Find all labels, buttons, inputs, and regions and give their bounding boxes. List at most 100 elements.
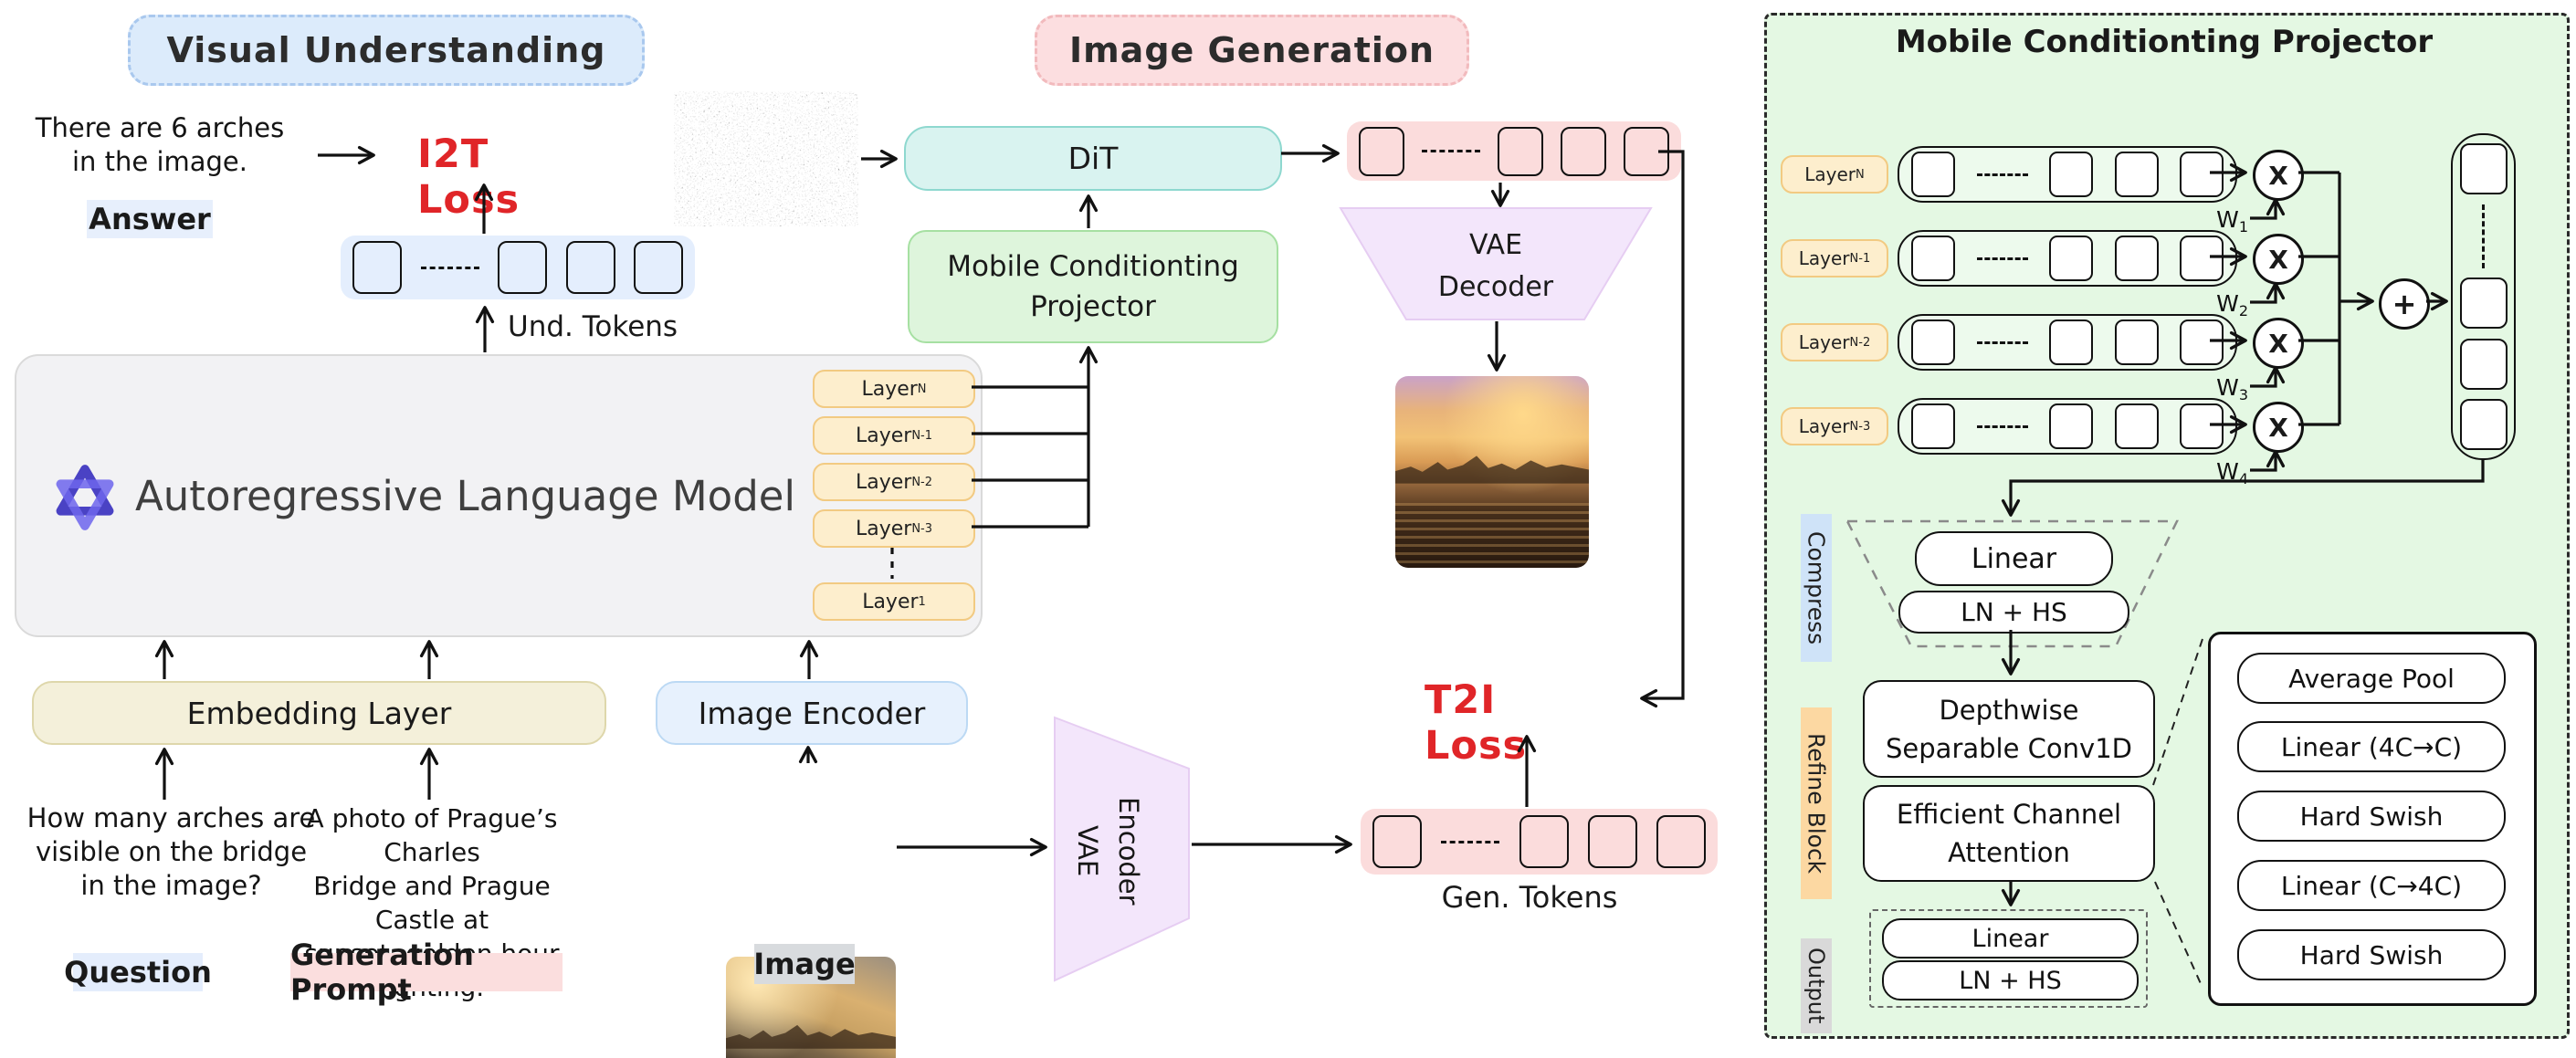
output-lnhs-box: LN + HS xyxy=(1882,960,2139,1000)
dit-box: DiT xyxy=(904,126,1282,191)
eca-detail-hard-swish-1: Hard Swish xyxy=(2237,791,2506,842)
token xyxy=(1372,815,1422,868)
proj-token-row-1 xyxy=(1898,146,2237,203)
token-ellipsis xyxy=(1422,150,1480,152)
answer-label: Answer xyxy=(87,200,213,238)
noise-image xyxy=(674,91,858,226)
mcp-line1: Mobile Conditionting xyxy=(947,250,1239,283)
token xyxy=(1911,403,1955,449)
question-text: How many arches are visible on the bridg… xyxy=(26,802,316,901)
alm-title: Autoregressive Language Model xyxy=(135,472,795,520)
weight-label-4: W4 xyxy=(2216,458,2248,487)
add-circle: + xyxy=(2379,278,2430,330)
dit-output-token-row xyxy=(1347,121,1681,181)
image-label: Image xyxy=(753,944,856,984)
proj-output-column xyxy=(2451,133,2516,460)
token xyxy=(1561,126,1606,176)
token xyxy=(2180,236,2224,281)
multiply-circle-4: X xyxy=(2253,402,2304,453)
token-ellipsis xyxy=(1976,340,2028,344)
t2i-loss-label: T2I Loss xyxy=(1425,677,1528,769)
token xyxy=(2114,152,2159,197)
token xyxy=(634,241,683,294)
token xyxy=(2180,319,2224,365)
token xyxy=(2049,319,2093,365)
mcp-box: Mobile Conditionting Projector xyxy=(908,230,1278,343)
eca-detail-linear-c-4c: Linear (C→4C) xyxy=(2237,860,2506,911)
und-tokens-label: Und. Tokens xyxy=(508,310,678,343)
token xyxy=(1911,152,1955,197)
token xyxy=(1498,126,1543,176)
token xyxy=(2459,338,2508,390)
gen-tokens-label: Gen. Tokens xyxy=(1441,880,1618,915)
answer-text-line2: in the image. xyxy=(71,146,247,177)
proj-token-row-3 xyxy=(1898,314,2237,371)
token-ellipsis xyxy=(1441,840,1500,843)
embedding-layer-box: Embedding Layer xyxy=(32,681,606,745)
token xyxy=(2114,236,2159,281)
token xyxy=(2180,152,2224,197)
alm-logo-icon xyxy=(51,464,119,531)
token xyxy=(1587,815,1637,868)
proj-token-row-4 xyxy=(1898,398,2237,455)
token xyxy=(498,241,547,294)
token xyxy=(2459,278,2508,329)
token xyxy=(1911,319,1955,365)
i2t-loss-label: I2T Loss xyxy=(417,131,520,223)
image-encoder-box: Image Encoder xyxy=(656,681,968,745)
output-group xyxy=(1869,909,2148,1008)
token xyxy=(2459,143,2508,194)
token xyxy=(1519,815,1569,868)
compress-lnhs-box: LN + HS xyxy=(1898,591,2129,634)
eca-detail-hard-swish-2: Hard Swish xyxy=(2237,929,2506,980)
token xyxy=(2459,399,2508,450)
token xyxy=(2114,403,2159,449)
token-ellipsis xyxy=(420,266,479,269)
eca-detail-average-pool: Average Pool xyxy=(2237,653,2506,704)
und-token-row xyxy=(341,236,695,299)
token xyxy=(352,241,402,294)
answer-text-line1: There are 6 arches xyxy=(35,112,285,143)
weight-label-1: W1 xyxy=(2216,206,2248,236)
token xyxy=(1624,126,1669,176)
generated-image xyxy=(1395,376,1589,568)
token-ellipsis xyxy=(1976,424,2028,428)
multiply-circle-3: X xyxy=(2253,318,2304,369)
mcp-line2: Projector xyxy=(1030,290,1156,323)
generation-prompt-label: Generation Prompt xyxy=(290,938,563,1007)
vae-encoder-label: VAE Encoder xyxy=(1071,796,1144,906)
token-ellipsis xyxy=(1976,173,2028,176)
token xyxy=(565,241,615,294)
image-generation-label: Image Generation xyxy=(1068,30,1435,70)
visual-understanding-badge: Visual Understanding xyxy=(128,15,645,86)
weight-label-2: W2 xyxy=(2216,290,2248,319)
token xyxy=(2114,319,2159,365)
vae-decoder-label: VAE Decoder xyxy=(1437,229,1554,303)
token xyxy=(2180,403,2224,449)
eca-detail-linear-4c-c: Linear (4C→C) xyxy=(2237,721,2506,772)
gen-token-row xyxy=(1361,809,1718,875)
token xyxy=(1656,815,1706,868)
token xyxy=(1359,126,1404,176)
efficient-channel-attention-box: Efficient Channel Attention xyxy=(1863,785,2155,882)
question-label: Question xyxy=(64,953,212,991)
proj-token-row-2 xyxy=(1898,230,2237,287)
stage-refine-strip: Refine Block xyxy=(1801,707,1832,899)
compress-linear-box: Linear xyxy=(1915,531,2113,586)
token xyxy=(2049,236,2093,281)
token xyxy=(2049,152,2093,197)
token-vertical-ellipsis xyxy=(2482,204,2485,268)
token-ellipsis xyxy=(1976,257,2028,260)
answer-text: There are 6 arches in the image. xyxy=(18,111,301,179)
token xyxy=(2049,403,2093,449)
